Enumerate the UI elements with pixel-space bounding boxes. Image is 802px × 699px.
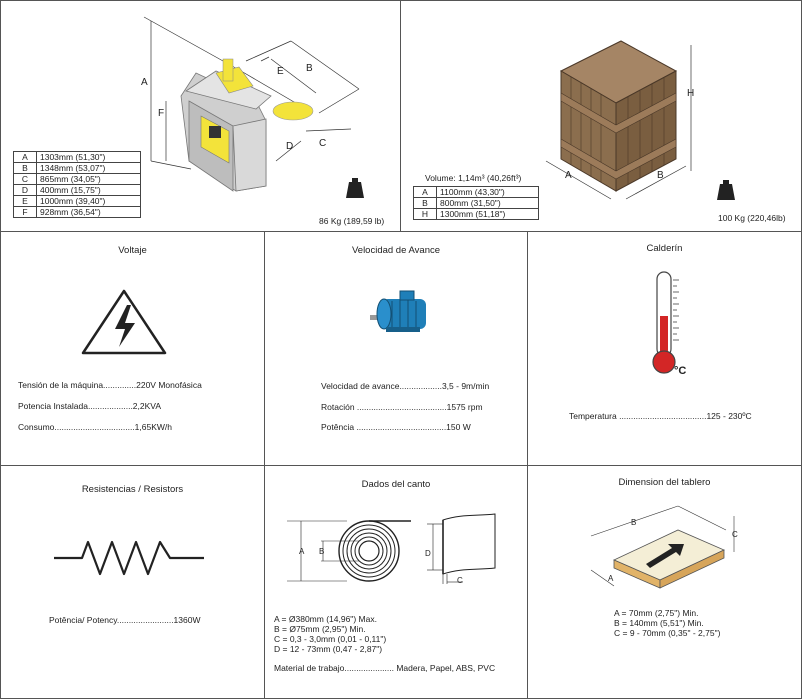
board-diagram — [590, 505, 735, 589]
canto-line-3: C = 0,3 - 3,0mm (0,01 - 0,11") — [274, 634, 387, 644]
tablero-line-1: A = 70mm (2,75") Min. — [614, 608, 699, 618]
machine-label-f: F — [158, 108, 165, 119]
calderin-panel: Calderín °C Temperatura ................… — [527, 231, 802, 466]
machine-label-b: B — [306, 63, 313, 74]
machine-illustration — [143, 16, 360, 192]
machine-weight: 86 Kg (189,59 lb) — [319, 216, 385, 226]
avance-panel: Velocidad de Avance Velocidad de avance.… — [264, 231, 528, 466]
tablero-panel: Dimension del tablero B A C A = 70mm (2,… — [527, 465, 802, 699]
canto-line-1: A = Ø380mm (14,96") Max. — [274, 614, 377, 624]
machine-label-d: D — [286, 141, 294, 152]
tablero-line-3: C = 9 - 70mm (0,35" - 2,75") — [614, 628, 721, 638]
avance-line-2: Rotación ...............................… — [321, 402, 483, 412]
canto-label-b: B — [319, 547, 325, 556]
crate-label-b: B — [657, 170, 664, 181]
tablero-label-c: C — [732, 530, 738, 539]
voltaje-title: Voltaje — [118, 245, 147, 256]
thermometer-icon — [652, 271, 679, 374]
voltaje-line-3: Consumo.................................… — [18, 422, 172, 432]
calderin-line-1: Temperatura ............................… — [569, 411, 752, 421]
resist-panel: Resistencias / Resistors Potência/ Poten… — [0, 465, 265, 699]
canto-material: Material de trabajo.....................… — [274, 663, 496, 673]
machine-label-a: A — [141, 77, 148, 88]
weight-icon — [717, 180, 735, 200]
tablero-line-2: B = 140mm (5,51") Min. — [614, 618, 704, 628]
crate-label-a: A — [565, 170, 572, 181]
canto-title: Dados del canto — [361, 479, 431, 490]
voltaje-line-1: Tensión de la máquina..............220V … — [18, 380, 202, 390]
voltaje-line-2: Potencia Instalada...................2,2… — [18, 401, 162, 411]
canto-label-c: C — [457, 576, 463, 585]
avance-line-1: Velocidad de avance..................3,5… — [321, 381, 490, 391]
canto-line-4: D = 12 - 73mm (0,47 - 2,87") — [274, 644, 383, 654]
canto-line-2: B = Ø75mm (2,95") Min. — [274, 624, 366, 634]
canto-label-d: D — [425, 549, 431, 558]
canto-label-a: A — [299, 547, 305, 556]
edge-profile-diagram — [427, 513, 496, 584]
tablero-title: Dimension del tablero — [618, 477, 711, 488]
crate-illustration — [545, 40, 692, 200]
tablero-label-b: B — [631, 518, 637, 527]
resist-line-1: Potência/ Potency.......................… — [49, 615, 201, 625]
high-voltage-icon — [81, 289, 167, 355]
resistor-icon — [54, 540, 204, 576]
voltaje-panel: Voltaje Tensión de la máquina...........… — [0, 231, 265, 466]
temperature-unit: °C — [674, 365, 687, 377]
avance-line-3: Potência ...............................… — [321, 422, 471, 432]
crate-volume: Volume: 1,14m³ (40,26ft³) — [425, 173, 522, 183]
canto-panel: Dados del canto A B D C A — [264, 465, 528, 699]
weight-icon — [346, 178, 364, 198]
edge-roll-diagram — [287, 520, 411, 582]
tablero-label-a: A — [608, 574, 614, 583]
avance-title: Velocidad de Avance — [351, 245, 441, 256]
machine-label-c: C — [319, 138, 327, 149]
motor-icon — [370, 290, 426, 332]
machine-label-e: E — [277, 66, 284, 77]
resist-title: Resistencias / Resistors — [81, 484, 184, 495]
calderin-title: Calderín — [646, 243, 683, 254]
crate-weight: 100 Kg (220,46lb) — [718, 213, 786, 223]
crate-label-h: H — [687, 88, 695, 99]
